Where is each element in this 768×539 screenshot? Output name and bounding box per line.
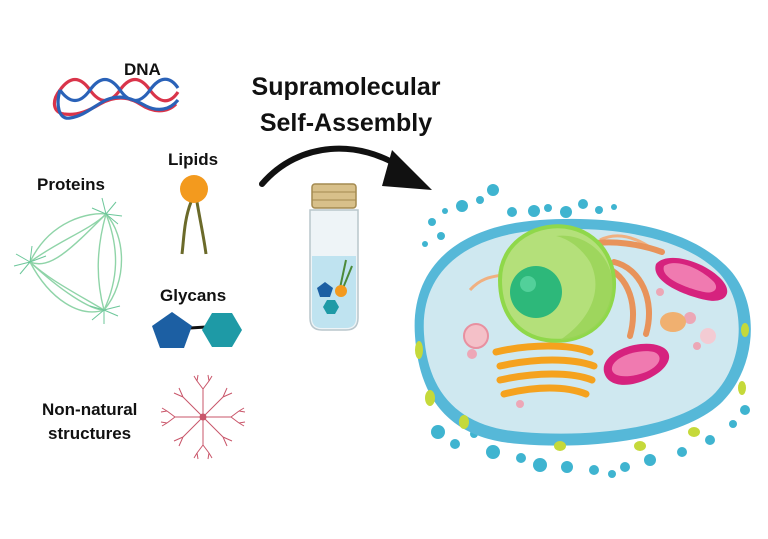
proteins-label: Proteins	[37, 175, 106, 194]
mitochondria	[603, 257, 728, 385]
title-line1: Supramolecular	[251, 73, 441, 101]
lipids-label: Lipids	[168, 150, 219, 169]
nucleus	[497, 224, 617, 343]
glycans-label: Glycans	[160, 286, 227, 305]
dna-label: DNA	[124, 60, 161, 79]
non-natural-label-line2: structures	[48, 424, 132, 443]
title-line2: Self-Assembly	[259, 109, 433, 137]
non-natural-label-line1: Non-natural	[42, 400, 138, 419]
